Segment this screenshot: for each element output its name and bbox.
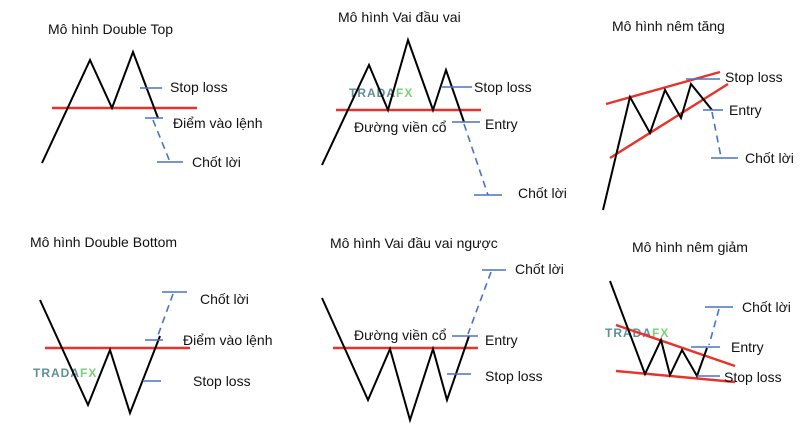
watermark-logo: TRADAFX bbox=[605, 326, 669, 340]
price-line bbox=[39, 299, 161, 417]
take-profit-label: Chốt lời bbox=[745, 150, 794, 166]
take-profit-label: Chốt lời bbox=[192, 154, 241, 170]
take-profit-label: Chốt lời bbox=[200, 291, 249, 307]
upper-trendline bbox=[615, 323, 736, 368]
target-path bbox=[467, 271, 492, 335]
take-profit-label: Chốt lời bbox=[515, 261, 564, 277]
entry-label: Entry bbox=[729, 102, 762, 118]
neckline-label: Đường viền cổ bbox=[354, 327, 447, 343]
lower-trendline bbox=[609, 82, 729, 160]
target-path bbox=[463, 123, 489, 196]
upper-trendline bbox=[605, 70, 721, 106]
take-profit-label: Chốt lời bbox=[742, 299, 791, 315]
panel-rising-wedge: Mô hình nêm tăng Stop loss Entry Chốt lờ… bbox=[602, 18, 794, 211]
stop-loss-label: Stop loss bbox=[725, 69, 783, 85]
watermark-logo: TRADAFX bbox=[33, 366, 97, 380]
target-path bbox=[152, 119, 171, 163]
neckline-label: Đường viền cổ bbox=[354, 119, 447, 135]
price-line bbox=[321, 297, 470, 424]
panel-title: Mô hình Vai đầu vai ngược bbox=[330, 235, 498, 251]
panel-title: Mô hình nêm tăng bbox=[612, 18, 725, 34]
stop-loss-label: Stop loss bbox=[170, 79, 228, 95]
target-path bbox=[156, 293, 174, 339]
take-profit-label: Chốt lời bbox=[518, 185, 567, 201]
price-line bbox=[321, 36, 465, 166]
target-path bbox=[711, 111, 722, 158]
stop-loss-label: Stop loss bbox=[474, 79, 532, 95]
panel-double-top: Mô hình Double Top Stop loss Điểm vào lệ… bbox=[41, 21, 263, 170]
panel-inverse-head-and-shoulders: Mô hình Vai đầu vai ngược Đường viền cổ … bbox=[321, 235, 564, 424]
stop-loss-label: Stop loss bbox=[724, 369, 782, 385]
price-line bbox=[41, 49, 159, 164]
panel-title: Mô hình nêm giảm bbox=[632, 239, 748, 255]
price-line bbox=[602, 81, 713, 211]
entry-label: Điểm vào lệnh bbox=[173, 115, 263, 131]
panel-title: Mô hình Double Bottom bbox=[30, 234, 177, 250]
target-path bbox=[708, 308, 720, 346]
entry-label: Điểm vào lệnh bbox=[183, 332, 273, 348]
stop-loss-label: Stop loss bbox=[485, 368, 543, 384]
panel-head-and-shoulders: Mô hình Vai đầu vai TRADAFX Đường viền c… bbox=[321, 9, 567, 201]
watermark-logo: TRADAFX bbox=[349, 86, 413, 100]
panel-title: Mô hình Double Top bbox=[48, 21, 173, 37]
panel-title: Mô hình Vai đầu vai bbox=[338, 9, 461, 25]
entry-label: Entry bbox=[485, 116, 518, 132]
entry-label: Entry bbox=[731, 339, 764, 355]
entry-label: Entry bbox=[485, 332, 518, 348]
stop-loss-label: Stop loss bbox=[193, 373, 251, 389]
lower-trendline bbox=[615, 369, 736, 384]
panel-falling-wedge: Mô hình nêm giảm TRADAFX Chốt lời Entry … bbox=[605, 239, 791, 385]
panel-double-bottom: Mô hình Double Bottom TRADAFX Chốt lời Đ… bbox=[30, 234, 273, 417]
